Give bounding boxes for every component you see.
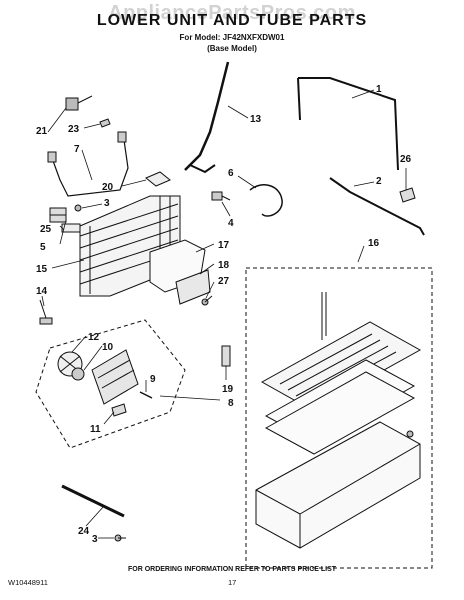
model-line: For Model: JF42NXFXDW01 [179, 33, 285, 42]
callout-5: 5 [40, 242, 46, 253]
callout-10: 10 [102, 342, 114, 353]
part-1-tube [297, 77, 399, 171]
callout-6: 6 [228, 168, 234, 179]
callout-23: 23 [68, 124, 80, 135]
fan-assembly-dashed-outline [35, 319, 186, 449]
part-5-control [49, 207, 67, 223]
footer-ordering-note: FOR ORDERING INFORMATION REFER TO PARTS … [127, 566, 337, 573]
part-6-tube [249, 184, 283, 217]
callout-16: 16 [368, 238, 380, 249]
part-23-clip [99, 118, 111, 128]
callout-20: 20 [102, 182, 114, 193]
callout-24: 24 [78, 526, 90, 537]
callout-1: 1 [376, 84, 382, 95]
callout-26: 26 [400, 154, 412, 165]
part-11-clip [111, 403, 127, 417]
footer-page-number: 17 [228, 578, 237, 587]
base-model-line: (Base Model) [207, 44, 257, 53]
part-27-screw [201, 295, 213, 306]
part-2-tube [329, 177, 425, 236]
callout-3b: 3 [92, 534, 98, 545]
part-4-connector [211, 191, 231, 201]
callout-labels: 1 2 3 3 4 5 6 7 8 9 10 11 12 13 14 15 16… [36, 84, 412, 545]
watermark-text: AppliancePartsPros.com [108, 2, 356, 24]
page-title: LOWER UNIT AND TUBE PARTS [96, 12, 368, 29]
callout-12: 12 [88, 332, 100, 343]
callout-27: 27 [218, 276, 230, 287]
footer-doc-code: W10448911 [8, 578, 48, 587]
part-26-clip [399, 187, 416, 203]
callout-13: 13 [250, 114, 262, 125]
part-20-bracket [145, 171, 171, 187]
callout-11: 11 [90, 424, 101, 435]
part-3-screw-upper [74, 204, 82, 212]
callout-18: 18 [218, 260, 230, 271]
callout-7: 7 [74, 144, 80, 155]
part-9-screw [139, 391, 153, 399]
callout-2: 2 [376, 176, 382, 187]
part-16-pan-assembly [255, 292, 422, 549]
part-3-screw-lower [114, 534, 126, 542]
part-18-bracket [175, 269, 211, 305]
callout-17: 17 [218, 240, 230, 251]
part-7-wire-harness [47, 131, 129, 197]
callout-3a: 3 [104, 198, 110, 209]
part-21-plug [65, 95, 93, 111]
callout-8: 8 [228, 398, 234, 409]
part-24-strip [61, 484, 125, 518]
part-10-motor [71, 367, 85, 381]
leader-lines [41, 89, 407, 539]
part-8-bracket [91, 349, 139, 405]
part-13-tube [184, 61, 230, 174]
callout-21: 21 [36, 126, 48, 137]
part-19-grommet [221, 345, 231, 367]
callout-4: 4 [228, 218, 234, 229]
part-14-sensor [39, 299, 53, 325]
callout-15: 15 [36, 264, 48, 275]
part-16-dashed-outline [245, 267, 433, 569]
callout-9: 9 [150, 374, 156, 385]
callout-19: 19 [222, 384, 234, 395]
callout-25: 25 [40, 224, 52, 235]
callout-14: 14 [36, 286, 48, 297]
